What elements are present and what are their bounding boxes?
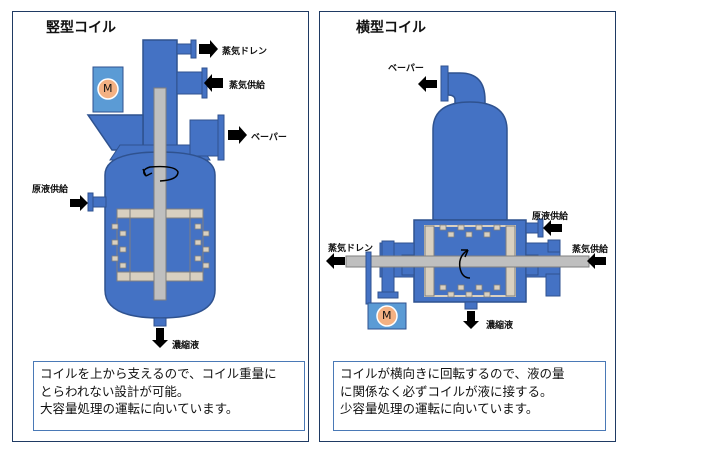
steam-drain-label: 蒸気ドレン: [222, 47, 268, 57]
coil-top-tubes: [439, 224, 501, 238]
feed-supply-label: 原液供給: [32, 185, 69, 195]
concentrate-label: 濃縮液: [172, 341, 200, 351]
concentrate-label: 濃縮液: [486, 321, 514, 331]
vapor-arrow: [418, 76, 437, 92]
steam-supply-arrow: [587, 253, 606, 269]
concentrate-arrow: [463, 311, 479, 329]
coil-left-tubes: [111, 223, 127, 269]
description-line: コイルが横向きに回転するので、液の量: [340, 366, 565, 381]
coil-right-tubes: [194, 223, 210, 269]
description-line: とらわれない設計が可能。: [40, 383, 190, 399]
steam-drain-flange: [190, 39, 197, 59]
description-line: に関係なく必ずコイルが液に接する。: [340, 383, 553, 399]
description-line: 少容量処理の運転に向いています。: [340, 401, 539, 416]
steam-supply-label: 蒸気供給: [229, 81, 266, 91]
horizontal-coil-diagram: [326, 65, 606, 330]
right-pipe-top: [547, 239, 561, 253]
coil-bottom-tubes: [439, 284, 501, 298]
bottom-nozzle: [464, 301, 478, 310]
steam-supply-arrow: [204, 74, 223, 92]
concentrate-arrow: [152, 328, 168, 348]
motor-label: M: [103, 82, 113, 95]
feed-nozzle: [525, 222, 539, 234]
feed-supply-label: 原液供給: [532, 212, 569, 222]
vertical-coil-title: 竪型コイル: [46, 20, 116, 36]
feed-arrow: [543, 220, 562, 236]
vapor-pipe: [189, 119, 219, 157]
description-line: 大容量処理の運転に向いています。: [40, 401, 239, 416]
bottom-nozzle: [153, 317, 167, 327]
feed-arrow: [70, 195, 88, 211]
right-pipe-bottom: [545, 273, 561, 297]
vertical-coil-description: コイルを上から支えるので、コイル重量に とらわれない設計が可能。 大容量処理の運…: [33, 361, 305, 431]
description-line: コイルを上から支えるので、コイル重量に: [40, 366, 277, 381]
vertical-shaft: [153, 87, 167, 301]
steam-drain-arrow: [199, 40, 218, 58]
motor-label: M: [382, 309, 392, 322]
vapor-label: ベーパー: [251, 133, 287, 143]
feed-flange: [87, 192, 94, 212]
horizontal-coil-description: コイルが横向きに回転するので、液の量 に関係なく必ずコイルが液に接する。 少容量…: [333, 361, 606, 431]
vapor-arrow: [228, 126, 247, 144]
left-drain-pipe: [381, 240, 395, 297]
steam-drain-label: 蒸気ドレン: [328, 244, 374, 254]
motor-support: [365, 251, 372, 305]
vapor-dome: [432, 101, 508, 221]
steam-supply-label: 蒸気供給: [572, 245, 609, 255]
steam-drain-arrow: [326, 253, 345, 269]
horizontal-shaft: [345, 255, 590, 268]
vapor-flange: [440, 65, 449, 102]
coil-right-column: [189, 208, 204, 282]
vertical-coil-diagram: [70, 39, 247, 348]
horizontal-coil-title: 横型コイル: [356, 20, 426, 36]
vapor-flange: [217, 114, 225, 161]
left-drain-foot: [377, 291, 399, 299]
rotation-arrow: [458, 249, 471, 279]
motor-circle: [376, 305, 398, 327]
vapor-label: ベーパー: [388, 64, 424, 74]
motor-circle: [97, 78, 119, 100]
